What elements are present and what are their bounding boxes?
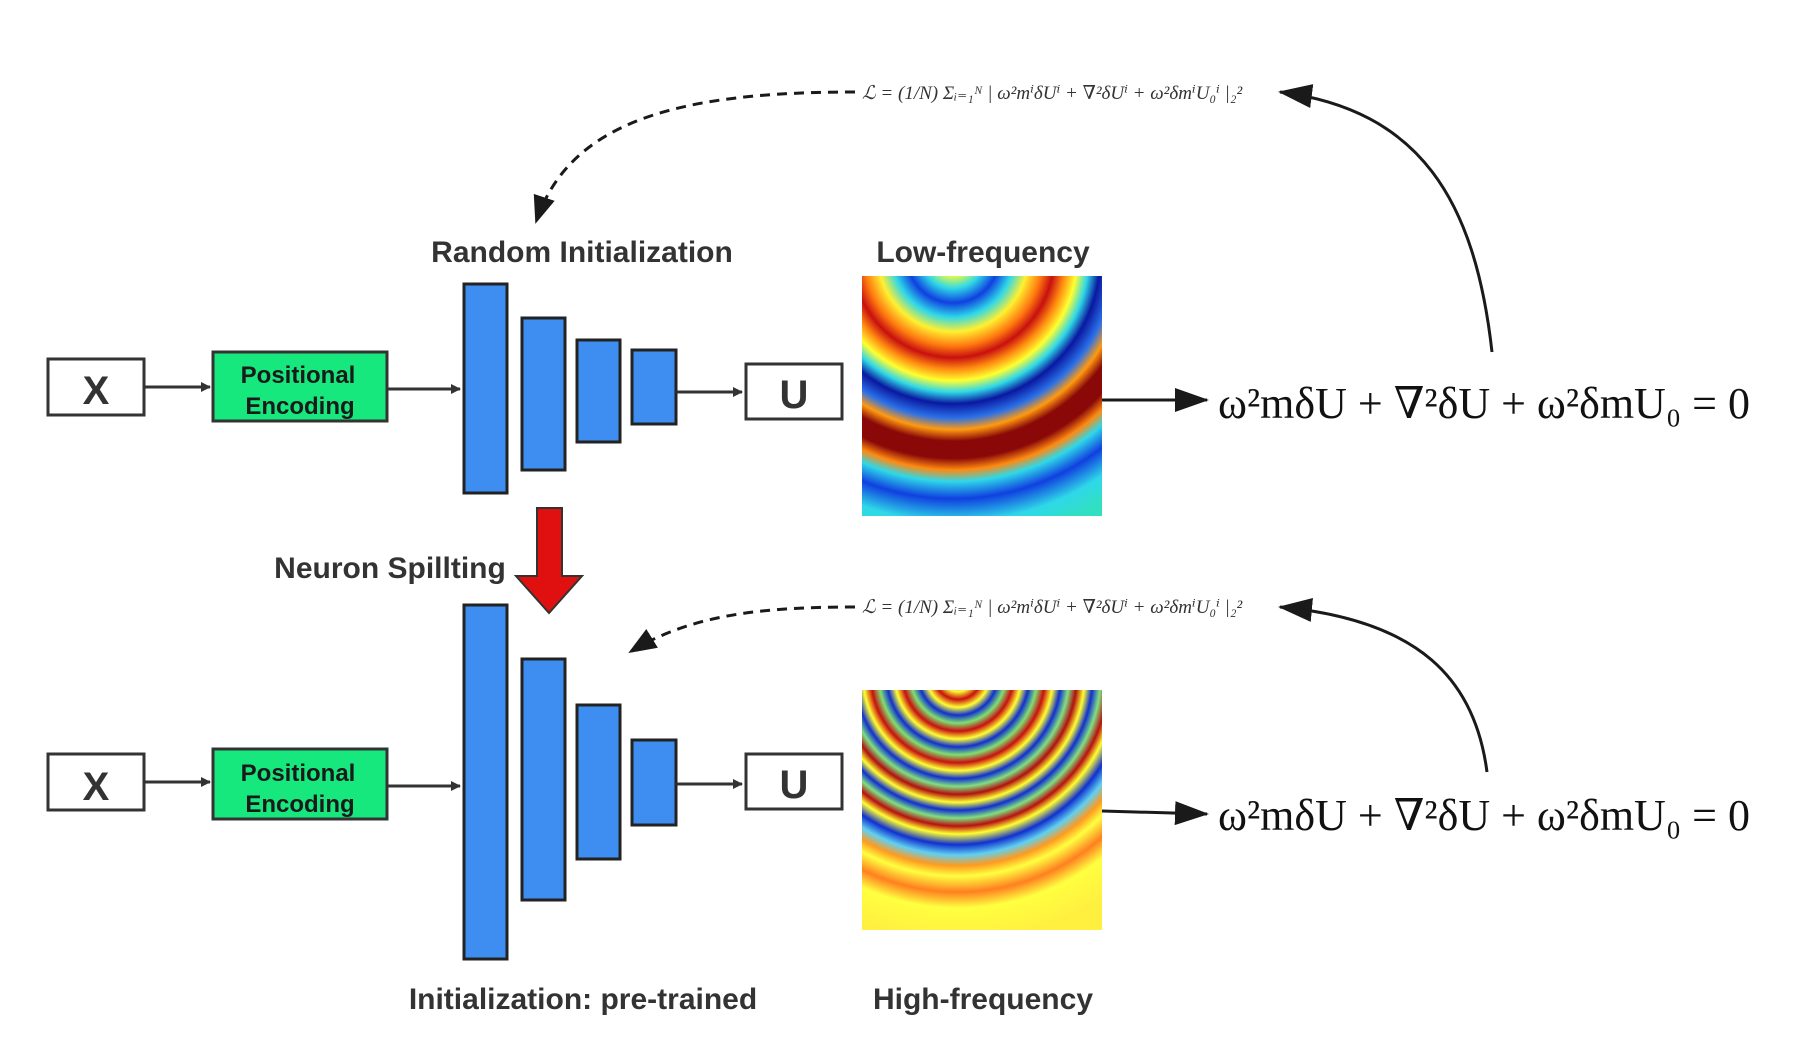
- neuron-splitting-label: Neuron Spillting: [274, 552, 506, 585]
- low-frequency-wavefield: [862, 276, 1102, 516]
- neuron-splitting-arrow: [513, 507, 585, 615]
- high-frequency-label: High-frequency: [873, 983, 1093, 1016]
- layer-3: [575, 338, 622, 444]
- positional-encoding-label-2: Encoding: [245, 393, 354, 420]
- loss-function-bottom: ℒ = (1/N) Σᵢ₌₁ᴺ | ω²mⁱδUⁱ + ∇²δUⁱ + ω²δm…: [862, 597, 1242, 618]
- positional-encoding-label-2-bottom: Encoding: [245, 791, 354, 818]
- positional-encoding-box: [211, 350, 389, 423]
- input-x-box-bottom: [46, 752, 146, 812]
- input-x-label: X: [83, 369, 110, 413]
- output-u-box-bottom: [744, 752, 844, 811]
- layer-2: [520, 316, 567, 472]
- output-u-box: [744, 362, 844, 421]
- layer-2-bottom: [520, 657, 567, 902]
- loss-function-top: ℒ = (1/N) Σᵢ₌₁ᴺ | ω²mⁱδUⁱ + ∇²δUⁱ + ω²δm…: [862, 83, 1242, 104]
- positional-encoding-box-bottom: [211, 747, 389, 821]
- layer-4: [630, 348, 678, 426]
- input-x-label-bottom: X: [83, 765, 110, 809]
- random-initialization-label: Random Initialization: [431, 236, 733, 269]
- positional-encoding-label-1-bottom: Positional: [241, 760, 356, 787]
- layer-4-bottom: [630, 738, 678, 827]
- bottom-row: X Positional Encoding U ω²mδU + ∇²δU + ω…: [46, 597, 1750, 961]
- input-x-box: [46, 357, 146, 417]
- layer-1: [462, 282, 509, 495]
- layer-1-bottom: [462, 603, 509, 961]
- low-frequency-label: Low-frequency: [876, 236, 1090, 269]
- positional-encoding-label-1: Positional: [241, 362, 356, 389]
- layer-3-bottom: [575, 703, 622, 861]
- wave-equation-top: ω²mδU + ∇²δU + ω²δmU₀ = 0: [1218, 379, 1750, 428]
- wave-equation-bottom: ω²mδU + ∇²δU + ω²δmU₀ = 0: [1218, 791, 1750, 840]
- high-frequency-wavefield: [862, 690, 1102, 930]
- top-row: X Positional Encoding U ω²mδU + ∇²δU + ω…: [46, 83, 1750, 516]
- output-u-label-bottom: U: [780, 763, 809, 807]
- output-u-label: U: [780, 373, 809, 417]
- pretrained-initialization-label: Initialization: pre-trained: [409, 983, 757, 1016]
